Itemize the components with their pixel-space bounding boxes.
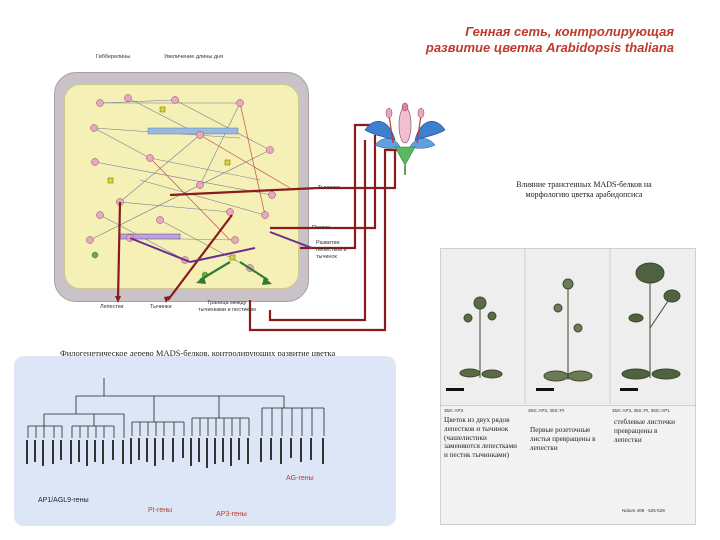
genotype-3: 35S::AP3, 35S::PI, 35S::AP1	[612, 408, 670, 413]
genotype-2: 35S::AP3, 35S::PI	[528, 408, 565, 413]
caption-col-1: Цветок из двух рядов лепестков и тычинок…	[444, 416, 518, 460]
phylo-tree	[26, 378, 325, 468]
genotype-1: 35S::AP3	[444, 408, 464, 413]
phylo-tree-panel	[14, 356, 396, 526]
flower-illustration	[364, 102, 446, 175]
caption-panel	[440, 405, 696, 525]
label-petals-bottom: Лепестки	[100, 304, 124, 310]
caption-col-3: стеблевые листочки превращены в лепестки	[614, 418, 676, 444]
label-gibberellins: Гибберелины	[96, 54, 131, 60]
caption-col-2: Первые розеточные листья превращены в ле…	[530, 426, 596, 452]
label-petal-stamen-dev: Развитие лепестков и тычинок	[316, 240, 347, 260]
page-title: Генная сеть, контролирующая развитие цве…	[374, 24, 674, 56]
group-ag: AG-гены	[286, 475, 314, 482]
label-day-length: Увеличение длины дня	[164, 54, 224, 60]
title-line-1: Генная сеть, контролирующая	[465, 24, 674, 39]
title-line-2: развитие цветка Arabidopsis thaliana	[425, 40, 674, 55]
label-pistil-arrow: Пестик	[312, 225, 330, 231]
group-pi: PI-гены	[148, 507, 173, 514]
group-ap1-agl9: AP1/AGL9-гены	[38, 497, 89, 504]
plant-photos	[446, 248, 681, 404]
label-stamens-arrow: Тычинки	[318, 185, 340, 191]
citation: Nature 409 · 525-529	[622, 508, 665, 513]
phylo-title: Филогенетическое дерево MADS-белков, кон…	[60, 348, 336, 358]
group-ap3: AP3-гены	[216, 511, 247, 518]
label-stamens-bottom: Тычинки	[150, 304, 172, 310]
mads-effect-caption: Влияние трансгенных MADS-белков на морфо…	[516, 180, 652, 199]
label-boundary: Граница между тычинками и пестиком	[198, 300, 256, 313]
cell-interior	[64, 84, 299, 289]
